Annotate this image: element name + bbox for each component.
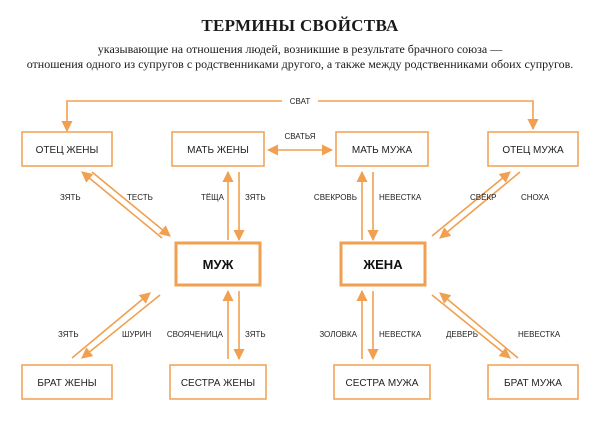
- box-brother-of-wife: БРАТ ЖЕНЫ: [21, 364, 113, 400]
- box-sister-of-wife: СЕСТРА ЖЕНЫ: [169, 364, 267, 400]
- label-snokha: СНОХА: [521, 193, 550, 202]
- label-nevestka-1: НЕВЕСТКА: [379, 193, 422, 202]
- box-label: ЖЕНА: [362, 257, 403, 272]
- arrow-brother-of-wife-to-husband: [71, 292, 151, 359]
- box-mother-of-husband: МАТЬ МУЖА: [335, 131, 429, 167]
- label-nevestka-2: НЕВЕСТКА: [379, 330, 422, 339]
- box-label: БРАТ МУЖА: [504, 378, 562, 389]
- arrow-husband-to-brother-of-wife: [81, 294, 161, 359]
- label-svat: СВАТ: [290, 97, 311, 106]
- label-svekrov: СВЕКРОВЬ: [314, 193, 357, 202]
- label-nevestka-3: НЕВЕСТКА: [518, 330, 561, 339]
- box-father-of-husband: ОТЕЦ МУЖА: [487, 131, 579, 167]
- box-label: ОТЕЦ МУЖА: [502, 145, 564, 156]
- label-svoyachenitsa: СВОЯЧЕНИЦА: [167, 330, 224, 339]
- arrow-father-of-wife-to-husband: [91, 171, 171, 237]
- box-brother-of-husband: БРАТ МУЖА: [487, 364, 579, 400]
- box-husband: МУЖ: [174, 241, 262, 287]
- arrow-father-of-husband-to-wife: [439, 171, 521, 239]
- box-label: МАТЬ МУЖА: [352, 145, 413, 156]
- label-zyat-4: ЗЯТЬ: [245, 330, 266, 339]
- box-label: ОТЕЦ ЖЕНЫ: [36, 145, 99, 156]
- label-svatya: СВАТЬЯ: [284, 132, 315, 141]
- label-zolovka: ЗОЛОВКА: [319, 330, 357, 339]
- subtitle-line-1: указывающие на отношения людей, возникши…: [97, 42, 503, 56]
- arrow-brother-of-husband-to-wife: [439, 292, 519, 359]
- label-zyat-3: ЗЯТЬ: [58, 330, 79, 339]
- subtitle-line-2: отношения одного из супругов с родственн…: [26, 57, 574, 71]
- box-label: СЕСТРА МУЖА: [346, 378, 419, 389]
- box-wife: ЖЕНА: [339, 241, 427, 287]
- label-test: ТЕСТЬ: [127, 193, 153, 202]
- page-title: ТЕРМИНЫ СВОЙСТВА: [201, 16, 399, 35]
- arrow-husband-to-father-of-wife: [81, 171, 163, 239]
- label-svyokr: СВЁКР: [470, 193, 496, 202]
- box-mother-of-wife: МАТЬ ЖЕНЫ: [171, 131, 265, 167]
- box-father-of-wife: ОТЕЦ ЖЕНЫ: [21, 131, 113, 167]
- label-tyoshcha: ТЁЩА: [201, 193, 225, 202]
- label-zyat-2: ЗЯТЬ: [245, 193, 266, 202]
- arrow-wife-to-father-of-husband: [431, 171, 511, 237]
- box-label: БРАТ ЖЕНЫ: [37, 378, 96, 389]
- box-label: СЕСТРА ЖЕНЫ: [181, 378, 255, 389]
- arrow-wife-to-brother-of-husband: [431, 294, 511, 359]
- box-label: МУЖ: [203, 257, 234, 272]
- label-zyat-1: ЗЯТЬ: [60, 193, 81, 202]
- label-dever: ДЕВЕРЬ: [446, 330, 478, 339]
- box-label: МАТЬ ЖЕНЫ: [187, 145, 249, 156]
- box-sister-of-husband: СЕСТРА МУЖА: [333, 364, 431, 400]
- label-shurin: ШУРИН: [122, 330, 152, 339]
